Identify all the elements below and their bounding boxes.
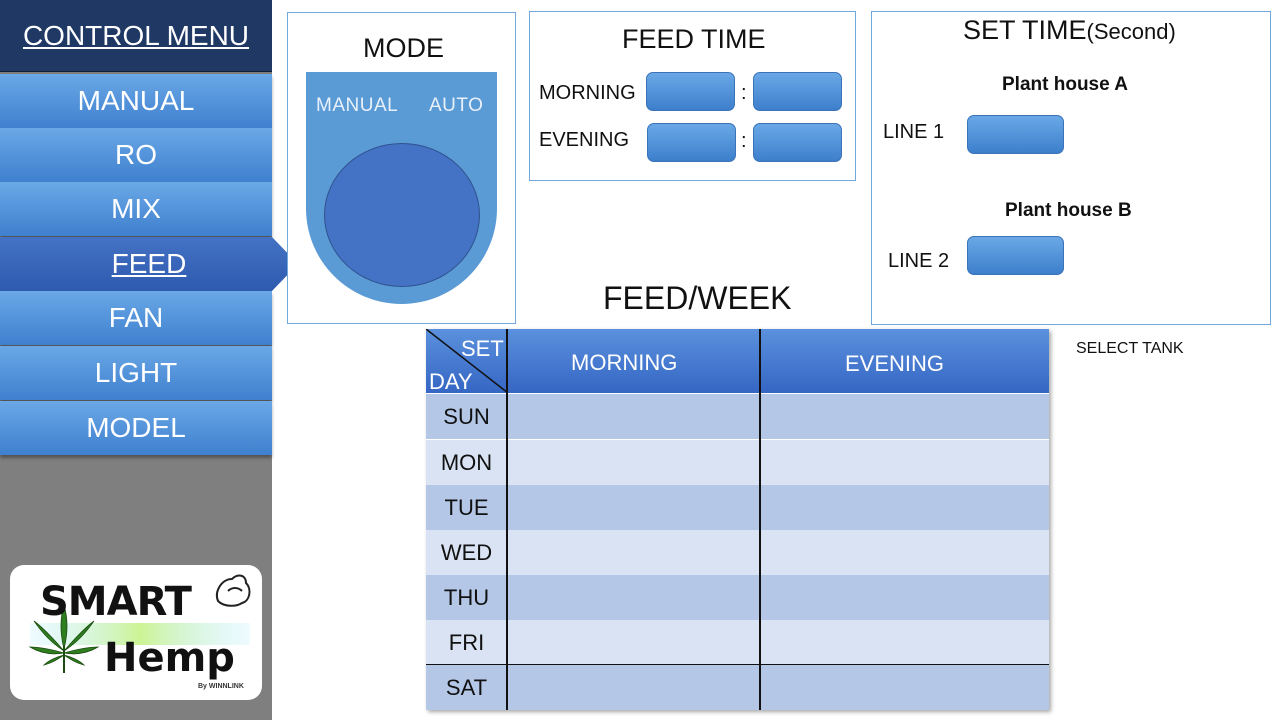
header-corner-set: SET [461, 336, 504, 361]
evening-hour-input[interactable] [647, 123, 736, 162]
morning-minute-input[interactable] [753, 72, 842, 111]
evening-cell[interactable] [761, 665, 1049, 710]
set-time-title-text: SET TIME [963, 15, 1087, 45]
evening-minute-input[interactable] [753, 123, 842, 162]
morning-label: MORNING [539, 82, 636, 104]
day-label: TUE [444, 494, 489, 520]
day-label: WED [440, 539, 493, 565]
row-divider [426, 664, 1049, 665]
plant-house-a-label: Plant house A [1002, 74, 1128, 95]
header-evening: EVENING [845, 351, 945, 376]
day-label: SUN [443, 403, 490, 429]
menu-item-mix[interactable]: MIX [0, 182, 272, 236]
menu-item-model[interactable]: MODEL [0, 401, 272, 455]
mode-title: MODE [363, 33, 444, 63]
column-divider [759, 329, 761, 710]
column-divider [506, 329, 508, 710]
feed-time-title: FEED TIME [622, 24, 766, 54]
evening-cell[interactable] [761, 530, 1049, 575]
sidebar: CONTROL MENU MANUAL RO MIX FEED FAN LIGH… [0, 0, 298, 720]
table-row: THU [426, 575, 1049, 620]
table-row: WED [426, 530, 1049, 575]
mode-option-auto[interactable]: AUTO [429, 95, 484, 116]
day-label: MON [440, 449, 493, 475]
logo-text-smart: SMART [40, 579, 192, 625]
day-label: SAT [445, 674, 488, 700]
table-row: SAT [426, 665, 1049, 710]
morning-cell[interactable] [508, 440, 760, 485]
evening-cell[interactable] [761, 620, 1049, 665]
line2-label: LINE 2 [888, 250, 950, 272]
evening-cell[interactable] [761, 394, 1049, 439]
line1-seconds-input[interactable] [967, 115, 1064, 154]
hemp-leaf-icon [28, 574, 251, 673]
header-morning: MORNING [571, 350, 678, 375]
table-row: SUN [426, 394, 1049, 439]
evening-cell[interactable] [761, 485, 1049, 530]
table-header: SET DAY MORNING EVENING [426, 329, 1049, 394]
feed-week-title: FEED/WEEK [603, 280, 792, 316]
plant-house-b-label: Plant house B [1005, 200, 1132, 221]
menu-item-manual[interactable]: MANUAL [0, 74, 272, 128]
menu-item-ro[interactable]: RO [0, 128, 272, 182]
morning-cell[interactable] [508, 530, 760, 575]
header-corner-day: DAY [429, 369, 473, 394]
mode-knob[interactable] [324, 143, 480, 287]
feed-week-table: SET DAY MORNING EVENING SUN MON TUE WED … [426, 329, 1049, 710]
day-label: THU [443, 584, 490, 610]
logo-text-hemp: Hemp [104, 635, 235, 681]
evening-cell[interactable] [761, 440, 1049, 485]
logo-byline: By WINNLINK [198, 683, 244, 690]
morning-cell[interactable] [508, 665, 760, 710]
set-time-title: SET TIME(Second) [963, 15, 1176, 46]
set-time-panel [871, 11, 1271, 325]
row-divider [426, 439, 1049, 440]
day-label: FRI [448, 629, 485, 655]
table-row: TUE [426, 485, 1049, 530]
mode-option-manual[interactable]: MANUAL [316, 95, 399, 116]
morning-cell[interactable] [508, 575, 760, 620]
morning-hour-input[interactable] [646, 72, 735, 111]
morning-cell[interactable] [508, 485, 760, 530]
control-menu-title: CONTROL MENU [0, 0, 272, 72]
menu-item-feed[interactable]: FEED [0, 237, 298, 291]
header-diagonal-line [426, 329, 508, 393]
table-row: MON [426, 440, 1049, 485]
set-time-unit: (Second) [1086, 19, 1176, 44]
morning-colon: : [741, 82, 747, 104]
evening-colon: : [741, 130, 747, 152]
line2-seconds-input[interactable] [967, 236, 1064, 275]
evening-cell[interactable] [761, 575, 1049, 620]
menu-item-fan[interactable]: FAN [0, 291, 272, 345]
smart-hemp-logo: SMART Hemp By WINNLINK [10, 565, 262, 700]
menu-item-light[interactable]: LIGHT [0, 346, 272, 400]
morning-cell[interactable] [508, 620, 760, 665]
select-tank-label[interactable]: SELECT TANK [1076, 340, 1184, 357]
line1-label: LINE 1 [883, 121, 945, 143]
table-row: FRI [426, 620, 1049, 665]
evening-label: EVENING [539, 129, 630, 151]
morning-cell[interactable] [508, 394, 760, 439]
